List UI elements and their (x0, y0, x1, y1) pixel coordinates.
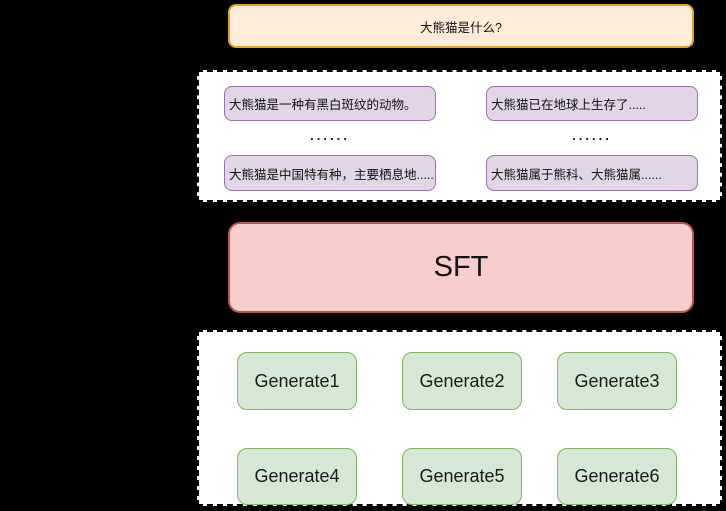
generate-box-5: Generate5 (402, 448, 522, 505)
answer-text: 大熊猫是中国特有种，主要栖息地...... (229, 167, 436, 182)
sft-label: SFT (433, 251, 489, 283)
generate-box-2: Generate2 (402, 352, 522, 410)
generate-box-1: Generate1 (237, 352, 357, 410)
answers-panel: 大熊猫是一种有黑白斑纹的动物。 大熊猫已在地球上生存了..... ...... … (197, 70, 722, 202)
answer-box-bottom-right: 大熊猫属于熊科、大熊猫属...... (486, 155, 698, 191)
answer-box-top-right: 大熊猫已在地球上生存了..... (486, 86, 698, 121)
answer-text: 大熊猫是一种有黑白斑纹的动物。 (229, 98, 417, 112)
answer-text: 大熊猫属于熊科、大熊猫属...... (491, 167, 662, 182)
ellipsis-left: ...... (310, 127, 350, 143)
answer-text: 大熊猫已在地球上生存了..... (491, 98, 646, 112)
answer-box-top-left: 大熊猫是一种有黑白斑纹的动物。 (224, 86, 436, 121)
ellipsis-right: ...... (572, 127, 612, 143)
generate-panel: Generate1 Generate2 Generate3 Generate4 … (197, 330, 722, 506)
question-text: 大熊猫是什么? (420, 20, 502, 35)
answer-box-bottom-left: 大熊猫是中国特有种，主要栖息地...... (224, 155, 436, 191)
generate-box-3: Generate3 (557, 352, 677, 410)
generate-box-4: Generate4 (237, 448, 357, 505)
generate-box-6: Generate6 (557, 448, 677, 505)
question-box: 大熊猫是什么? (228, 4, 694, 48)
sft-box: SFT (228, 222, 694, 313)
